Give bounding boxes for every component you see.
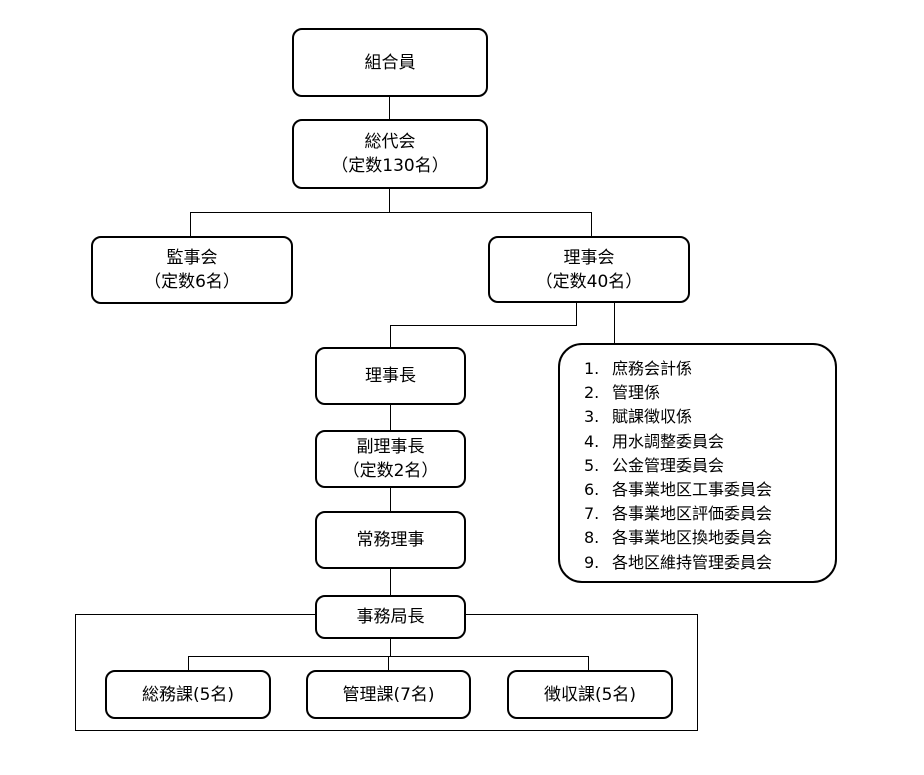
general-affairs-section-box: 総務課(5名) <box>105 670 271 719</box>
vice-chairman-quota: （定数2名） <box>342 461 439 481</box>
connector-secretariat-down <box>390 639 391 656</box>
list-item-label: 各事業地区工事委員会 <box>612 480 773 500</box>
list-item-number: 2. <box>584 383 600 403</box>
list-item-label: 用水調整委員会 <box>612 431 725 451</box>
chairman-box: 理事長 <box>315 347 466 405</box>
committees-list: 1. 庶務会計係 2. 管理係 3. 賦課徴収係 4. 用水調整委員会 5. 公金管理委員… <box>558 343 837 583</box>
list-item-label: 各地区維持管理委員会 <box>612 552 773 572</box>
management-section-label: 管理課(7名) <box>342 684 435 705</box>
connector-board-chairman-horizontal <box>390 325 577 326</box>
collection-section-box: 徴収課(5名) <box>507 670 673 719</box>
list-item-number: 5. <box>584 455 600 475</box>
connector-to-management <box>388 656 389 670</box>
list-item-number: 6. <box>584 480 600 500</box>
list-item-number: 7. <box>584 504 600 524</box>
connector-assembly-down <box>389 189 390 212</box>
secretariat-head-box: 事務局長 <box>315 595 466 639</box>
connector-vice-executive <box>390 488 391 511</box>
board-box: 理事会 （定数40名） <box>488 236 690 303</box>
board-quota: （定数40名） <box>535 271 643 292</box>
list-item-label: 賦課徴収係 <box>612 407 693 427</box>
members-label: 組合員 <box>364 52 416 73</box>
list-item: 4. 用水調整委員会 <box>584 430 835 454</box>
executive-director-box: 常務理事 <box>315 511 466 569</box>
list-item: 9. 各地区維持管理委員会 <box>584 551 835 575</box>
list-item-number: 3. <box>584 407 600 427</box>
list-item: 2. 管理係 <box>584 381 835 405</box>
connector-executive-secretariat <box>390 569 391 595</box>
list-item: 7. 各事業地区評価委員会 <box>584 502 835 526</box>
auditors-quota: （定数6名） <box>144 272 240 292</box>
connector-board-to-committees <box>614 303 615 344</box>
list-item: 3. 賦課徴収係 <box>584 405 835 429</box>
list-item-label: 各事業地区換地委員会 <box>612 528 773 548</box>
secretariat-head-label: 事務局長 <box>356 607 425 627</box>
list-item-number: 9. <box>584 552 600 572</box>
general-assembly-quota: （定数130名） <box>331 156 449 176</box>
vice-chairman-box: 副理事長 （定数2名） <box>315 430 466 488</box>
connector-to-board <box>591 212 592 236</box>
connector-to-general-affairs <box>188 656 189 670</box>
connector-to-collection <box>588 656 589 670</box>
auditors-box: 監事会 （定数6名） <box>91 236 293 304</box>
list-item-label: 各事業地区評価委員会 <box>612 504 773 524</box>
list-item: 6. 各事業地区工事委員会 <box>584 478 835 502</box>
list-item-number: 1. <box>584 359 600 378</box>
list-item-number: 8. <box>584 528 600 548</box>
executive-director-label: 常務理事 <box>356 530 425 550</box>
management-section-box: 管理課(7名) <box>306 670 471 719</box>
list-item: 1. 庶務会計係 <box>584 357 835 381</box>
members-box: 組合員 <box>292 28 488 97</box>
vice-chairman-label: 副理事長 <box>356 437 425 457</box>
connector-members-assembly <box>389 97 390 119</box>
general-assembly-label: 総代会 <box>364 132 416 152</box>
connector-assembly-branch <box>190 212 592 213</box>
collection-section-label: 徴収課(5名) <box>543 684 637 705</box>
connector-to-auditors <box>190 212 191 236</box>
connector-board-to-chairman-branch <box>576 303 577 325</box>
list-item-label: 庶務会計係 <box>612 359 693 378</box>
board-label: 理事会 <box>563 247 615 268</box>
auditors-label: 監事会 <box>166 248 218 268</box>
list-item-label: 管理係 <box>612 383 661 403</box>
chairman-label: 理事長 <box>365 366 416 386</box>
list-item-number: 4. <box>584 431 600 451</box>
general-assembly-box: 総代会 （定数130名） <box>292 119 488 189</box>
connector-chairman-vice <box>390 405 391 430</box>
list-item: 8. 各事業地区換地委員会 <box>584 526 835 550</box>
general-affairs-section-label: 総務課(5名) <box>141 684 235 705</box>
list-item: 5. 公金管理委員会 <box>584 454 835 478</box>
connector-to-chairman <box>390 325 391 347</box>
list-item-label: 公金管理委員会 <box>612 455 725 475</box>
